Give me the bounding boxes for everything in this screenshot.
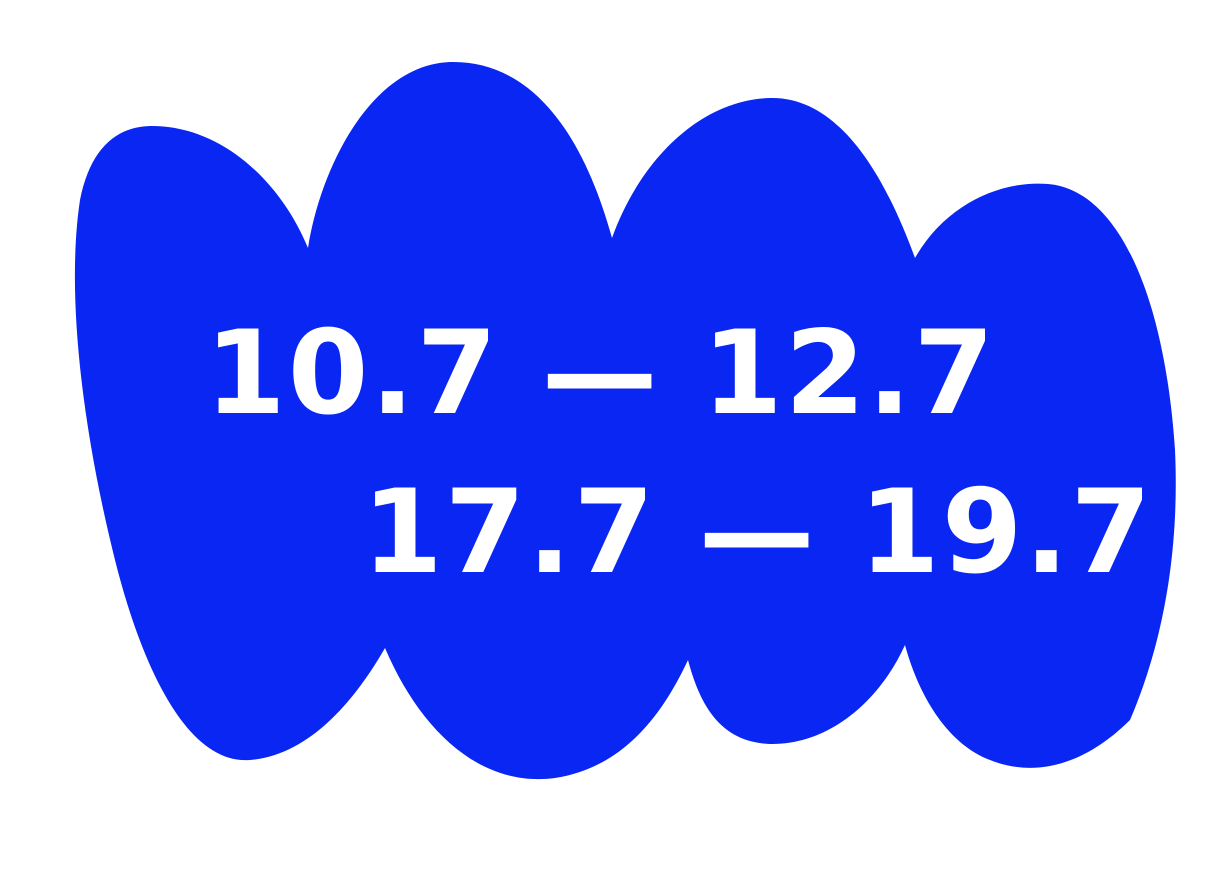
blue-cloud-path [74,61,1176,780]
date-range-first: 10.7 — 12.7 [205,306,997,441]
date-range-second: 17.7 — 19.7 [362,465,1154,600]
